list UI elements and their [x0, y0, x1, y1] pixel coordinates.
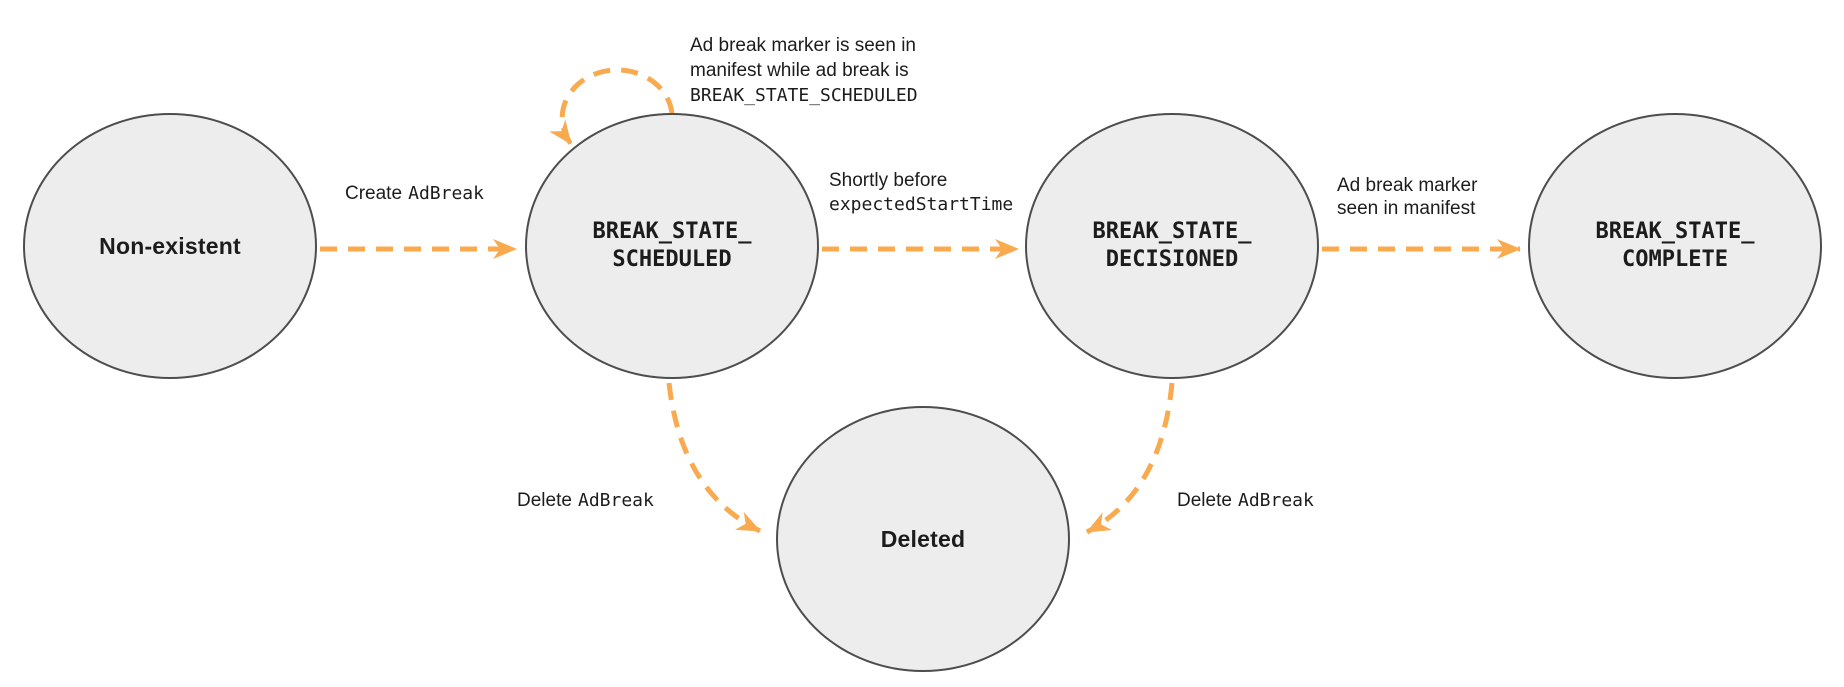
state-node-deleted: Deleted — [776, 406, 1070, 672]
state-node-break-state-scheduled: BREAK_STATE_ SCHEDULED — [525, 113, 819, 379]
state-label-decisioned-line2: DECISIONED — [1105, 247, 1239, 272]
marker-seen-line2: seen in manifest — [1337, 198, 1476, 219]
transition-label-self-loop: Ad break marker is seen in manifest whil… — [690, 33, 918, 108]
state-label-deleted: Deleted — [880, 525, 966, 552]
delete-scheduled-code: AdBreak — [578, 490, 654, 511]
transition-label-delete-from-decisioned: Delete AdBreak — [1177, 488, 1314, 513]
state-node-non-existent: Non-existent — [23, 113, 317, 379]
transition-label-delete-from-scheduled: Delete AdBreak — [517, 488, 654, 513]
marker-seen-line1: Ad break marker — [1337, 175, 1478, 196]
state-label-complete-line1: BREAK_STATE_ — [1595, 219, 1755, 244]
state-label-complete-line2: COMPLETE — [1622, 247, 1728, 272]
transition-arrow-delete-from-decisioned — [1085, 382, 1175, 535]
transition-arrow-delete-from-scheduled — [666, 382, 762, 534]
create-adbreak-code: AdBreak — [408, 183, 484, 204]
shortly-before-code: expectedStartTime — [829, 194, 1014, 215]
state-node-break-state-decisioned: BREAK_STATE_ DECISIONED — [1025, 113, 1319, 379]
self-loop-label-code: BREAK_STATE_SCHEDULED — [690, 85, 918, 106]
self-loop-label-line1: Ad break marker is seen in — [690, 35, 916, 56]
state-node-break-state-complete: BREAK_STATE_ COMPLETE — [1528, 113, 1822, 379]
shortly-before-text: Shortly before — [829, 170, 948, 191]
transition-label-shortly-before: Shortly before expectedStartTime — [829, 169, 1013, 217]
state-label-scheduled-line2: SCHEDULED — [612, 247, 732, 272]
transition-arrow-self-loop-scheduled — [549, 67, 675, 146]
delete-decisioned-text: Delete — [1177, 490, 1232, 511]
state-label-decisioned-line1: BREAK_STATE_ — [1092, 219, 1252, 244]
create-adbreak-text: Create — [345, 183, 403, 204]
delete-decisioned-code: AdBreak — [1238, 490, 1314, 511]
transition-label-marker-seen: Ad break marker seen in manifest — [1337, 174, 1477, 220]
state-label-scheduled-line1: BREAK_STATE_ — [592, 219, 752, 244]
self-loop-label-line2: manifest while ad break is — [690, 60, 909, 81]
state-label-non-existent: Non-existent — [99, 232, 241, 259]
delete-scheduled-text: Delete — [517, 490, 572, 511]
